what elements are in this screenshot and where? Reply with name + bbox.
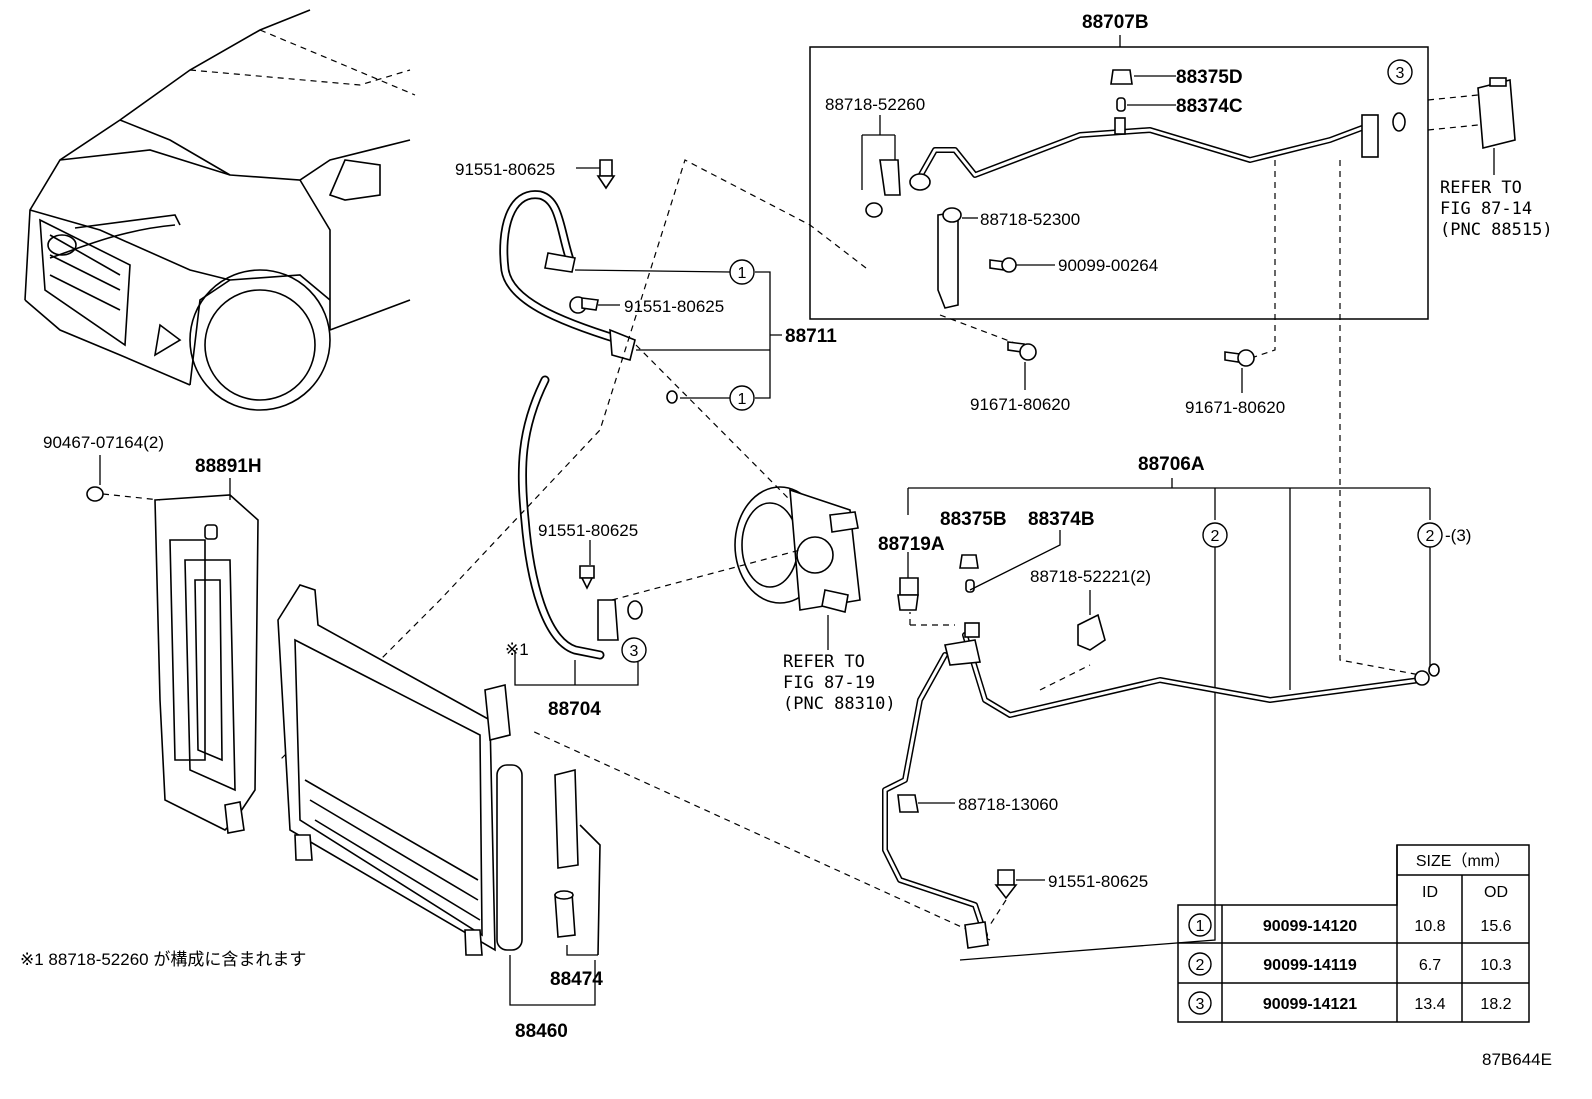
size-row3-id: 13.4 bbox=[1414, 996, 1445, 1013]
label-88375B: 88375B bbox=[940, 509, 1007, 530]
label-88718-13060: 88718-13060 bbox=[958, 795, 1058, 814]
note-mark-1: ※1 bbox=[505, 640, 529, 659]
callout-3-a: 3 bbox=[1396, 65, 1405, 82]
filter-88474: 88474 bbox=[550, 768, 603, 990]
label-91551-80625-a: 91551-80625 bbox=[455, 160, 555, 179]
refer-fig-87-14-line1: REFER TO bbox=[1440, 178, 1522, 198]
size-row3-od: 18.2 bbox=[1480, 996, 1511, 1013]
compressor: REFER TO FIG 87-19 (PNC 88310) bbox=[611, 344, 896, 714]
callout-2-suffix: -(3) bbox=[1445, 526, 1471, 545]
condenser-88460: 88460 bbox=[277, 584, 596, 1042]
label-91671-80620-b: 91671-80620 bbox=[1185, 398, 1285, 417]
label-88719A: 88719A bbox=[878, 534, 945, 555]
hose-88711: 91551-80625 91551-80625 1 1 88711 bbox=[455, 159, 837, 411]
refer-fig-87-14-line2: FIG 87-14 bbox=[1440, 199, 1532, 219]
shroud-88891H: 90467-07164(2) 88891H bbox=[43, 433, 262, 834]
label-88718-52300: 88718-52300 bbox=[980, 210, 1080, 229]
size-row2-id: 6.7 bbox=[1419, 957, 1441, 974]
expansion-valve: REFER TO FIG 87-14 (PNC 88515) bbox=[1427, 77, 1553, 240]
refer-fig-87-19-line1: REFER TO bbox=[783, 652, 865, 672]
label-91551-80625-d: 91551-80625 bbox=[1048, 872, 1148, 891]
size-row3-part: 90099-14121 bbox=[1263, 996, 1357, 1013]
refer-fig-87-19-line2: FIG 87-19 bbox=[783, 673, 875, 693]
label-88707B: 88707B bbox=[1082, 12, 1149, 33]
size-row2-od: 10.3 bbox=[1480, 957, 1511, 974]
size-table-col-id: ID bbox=[1422, 884, 1438, 901]
size-table: SIZE（mm） ID OD 1 90099-14120 10.8 15.6 2… bbox=[1177, 844, 1530, 1023]
size-row3-circle: 3 bbox=[1196, 996, 1205, 1013]
callout-2-b: 2 bbox=[1426, 528, 1435, 545]
label-91671-80620-a: 91671-80620 bbox=[970, 395, 1070, 414]
label-88374C: 88374C bbox=[1176, 96, 1243, 117]
label-88704: 88704 bbox=[548, 699, 601, 720]
refer-fig-87-14-line3: (PNC 88515) bbox=[1440, 220, 1553, 240]
label-88460: 88460 bbox=[515, 1021, 568, 1042]
size-row1-od: 15.6 bbox=[1480, 918, 1511, 935]
size-row1-id: 10.8 bbox=[1414, 918, 1445, 935]
label-88718-52260: 88718-52260 bbox=[825, 95, 925, 114]
diagram-code: 87B644E bbox=[1482, 1050, 1552, 1069]
label-88706A: 88706A bbox=[1138, 454, 1205, 475]
size-table-header: SIZE（mm） bbox=[1416, 852, 1510, 870]
label-88718-52221: 88718-52221(2) bbox=[1030, 567, 1151, 586]
callout-1-a: 1 bbox=[738, 265, 747, 282]
label-91551-80625-b: 91551-80625 bbox=[624, 297, 724, 316]
pipe-88706A: 88706A 88375B 88374B 88719A 2 2 -(3) 887… bbox=[878, 160, 1471, 961]
refer-fig-87-19-line3: (PNC 88310) bbox=[783, 694, 896, 714]
size-row1-part: 90099-14120 bbox=[1263, 918, 1357, 935]
label-88375D: 88375D bbox=[1176, 67, 1243, 88]
label-88374B: 88374B bbox=[1028, 509, 1095, 530]
vehicle-illustration bbox=[24, 9, 416, 411]
label-90467-07164: 90467-07164(2) bbox=[43, 433, 164, 452]
size-table-col-od: OD bbox=[1484, 884, 1508, 901]
callout-3-b: 3 bbox=[630, 643, 639, 660]
dashed-routing-lines bbox=[279, 159, 991, 941]
footnote: ※1 88718-52260 が構成に含まれます bbox=[20, 950, 306, 969]
label-88474: 88474 bbox=[550, 969, 603, 990]
size-row1-circle: 1 bbox=[1196, 918, 1205, 935]
callout-2-a: 2 bbox=[1211, 528, 1220, 545]
bolts-91671-80620: 91671-80620 91671-80620 bbox=[939, 160, 1285, 417]
label-88711: 88711 bbox=[785, 326, 837, 347]
label-90099-00264: 90099-00264 bbox=[1058, 256, 1158, 275]
hose-88704: 91551-80625 3 ※1 88704 bbox=[505, 375, 647, 720]
label-88891H: 88891H bbox=[195, 456, 262, 477]
label-91551-80625-c: 91551-80625 bbox=[538, 521, 638, 540]
callout-1-b: 1 bbox=[738, 391, 747, 408]
box-88707B: 88707B 88375D 88374C 88718-52260 88718-5… bbox=[809, 12, 1429, 320]
size-row2-part: 90099-14119 bbox=[1263, 957, 1357, 974]
size-row2-circle: 2 bbox=[1196, 957, 1205, 974]
